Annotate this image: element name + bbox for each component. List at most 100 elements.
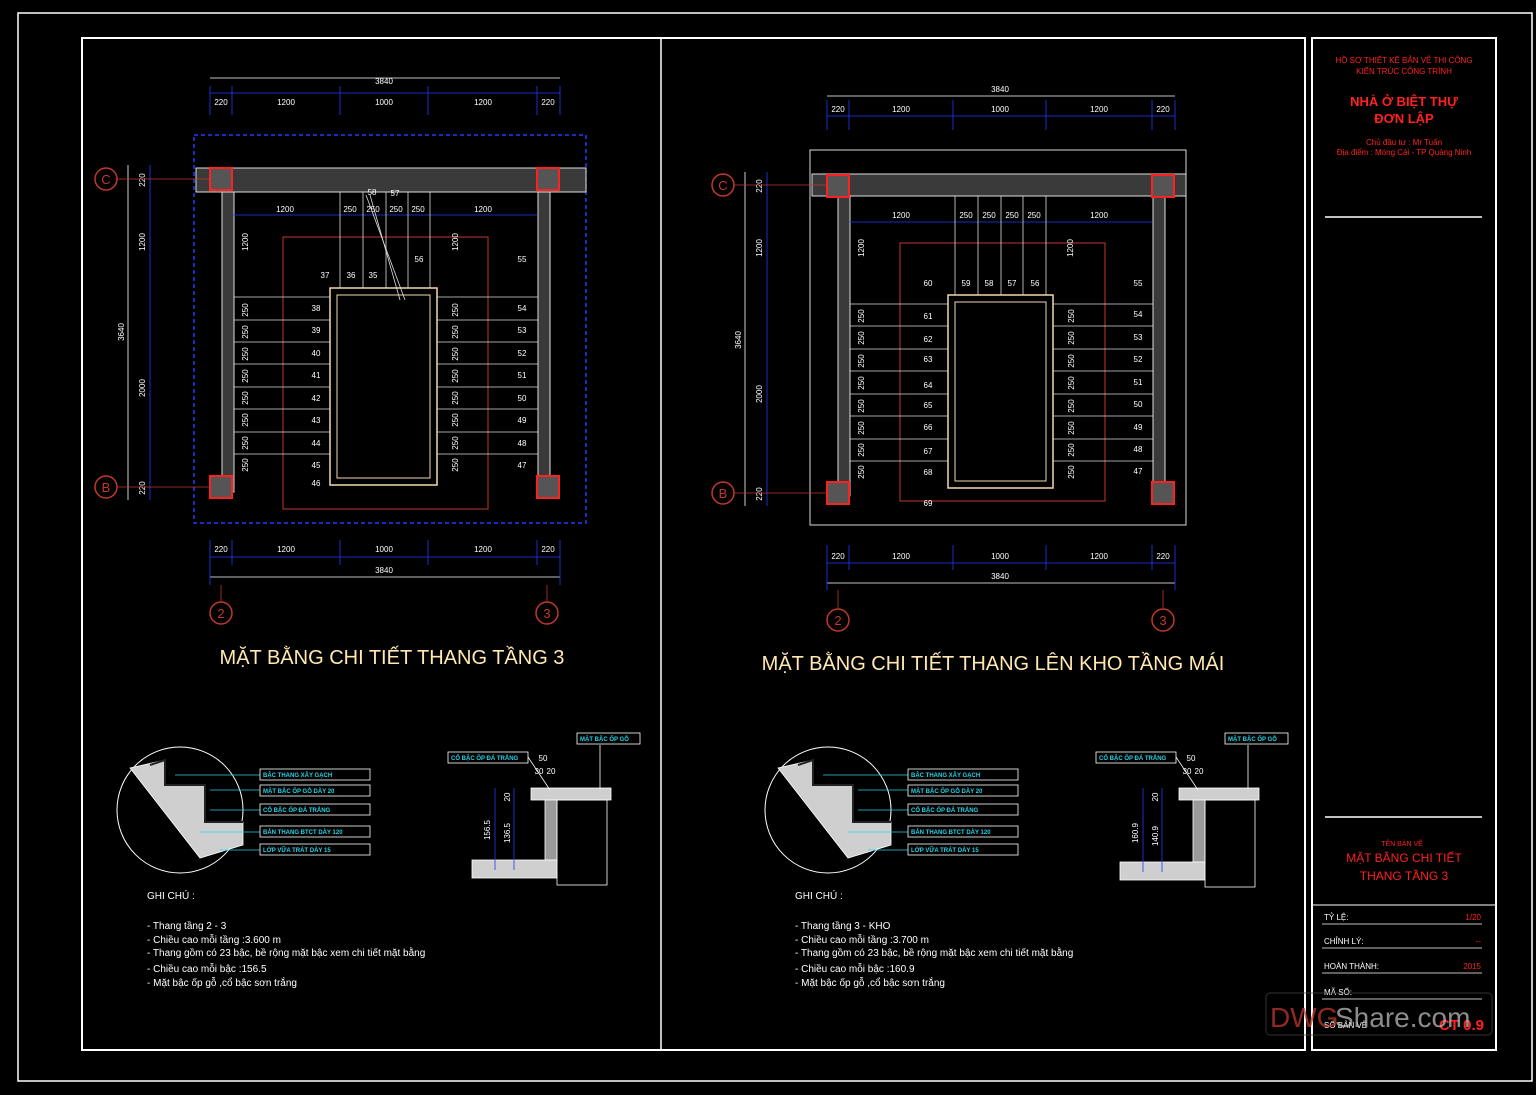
- title-block-frame: [1311, 37, 1497, 1051]
- r-dim-bot-3: 1000: [991, 552, 1009, 561]
- r-step-61: 61: [924, 312, 933, 321]
- r-detail-label-5: LỚP VỮA TRÁT DÀY 15: [911, 846, 979, 854]
- step-36: 36: [347, 271, 356, 280]
- r-step-width-label: 250: [1067, 331, 1076, 345]
- notes-left-line-5: - Mặt bậc ốp gỗ ,cổ bậc sơn trắng: [147, 976, 297, 989]
- r-dim-left-total: 3640: [734, 331, 743, 349]
- step-52: 52: [518, 349, 527, 358]
- r-section-h-total: 160.9: [1131, 822, 1140, 843]
- r-dim-bot-5: 220: [1156, 552, 1170, 561]
- detail-label-2: MẶT BẬC ỐP GỖ DÀY 20: [263, 788, 335, 795]
- r-step-width-label: 250: [857, 443, 866, 457]
- right-plan: 3840 220 1200 1000 1200 220 1200 250 250…: [711, 85, 1224, 675]
- notes-left-line-4: - Chiều cao mỗi bậc :156.5: [147, 962, 267, 975]
- section-dim-20: 20: [547, 767, 556, 776]
- tb-project2: ĐƠN LẬP: [1374, 111, 1434, 126]
- r-dim-bot-2: 1200: [892, 552, 910, 561]
- r-step-63: 63: [924, 355, 933, 364]
- step-46: 46: [312, 479, 321, 488]
- step-width-label: 250: [451, 325, 460, 339]
- section-dim-30: 30: [535, 767, 544, 776]
- inner-dim-1: 1200: [276, 205, 294, 214]
- r-dim-top-2: 1200: [892, 105, 910, 114]
- step-42: 42: [312, 394, 321, 403]
- tb-code-label: MÃ SỐ:: [1324, 987, 1352, 997]
- section-dim-20v: 20: [503, 792, 512, 801]
- tb-scale-value: 1/20: [1465, 913, 1481, 922]
- watermark-dwg: DWG: [1270, 1002, 1338, 1033]
- r-section-dim-50: 50: [1187, 754, 1196, 763]
- r-step-width-label: 250: [1067, 443, 1076, 457]
- step-width-label: 250: [451, 369, 460, 383]
- r-step-56: 56: [1031, 279, 1040, 288]
- r-step-65: 65: [924, 401, 933, 410]
- step-width-label: 250: [241, 369, 250, 383]
- tb-complete-value: 2015: [1463, 962, 1481, 971]
- step-48: 48: [518, 439, 527, 448]
- r-step-width-label: 250: [857, 354, 866, 368]
- step-39: 39: [312, 326, 321, 335]
- tb-sheet-name-label: TÊN BẢN VẼ: [1381, 839, 1423, 848]
- dim-top-1: 220: [214, 98, 228, 107]
- left-plan: 3840 220 1200 1000 1200 220 1200 250 250…: [94, 77, 587, 669]
- dim-top-3: 1000: [375, 98, 393, 107]
- step-width-label: 250: [241, 325, 250, 339]
- r-step-69: 69: [924, 499, 933, 508]
- r-dim-total-top: 3840: [991, 85, 1009, 94]
- r-step-width-label: 250: [857, 399, 866, 413]
- r-dim-bot-4: 1200: [1090, 552, 1108, 561]
- r-step-54: 54: [1134, 310, 1143, 319]
- step-width-label: 250: [241, 436, 250, 450]
- step-width-label: 250: [451, 458, 460, 472]
- step-width-label: 250: [451, 436, 460, 450]
- detail-label-1: BẬC THANG XÂY GẠCH: [263, 772, 332, 779]
- r-section-tread-label: MẶT BẬC ỐP GỖ: [1228, 736, 1277, 743]
- r-step-width-label: 250: [1067, 465, 1076, 479]
- step-35: 35: [369, 271, 378, 280]
- r-step-width-label: 250: [857, 465, 866, 479]
- r-dim-left-3: 2000: [755, 385, 764, 403]
- step-width-label: 250: [241, 347, 250, 361]
- r-dim-bot-total: 3840: [991, 572, 1009, 581]
- r-step-50: 50: [1134, 400, 1143, 409]
- detail-label-3: CỔ BẬC ỐP ĐÁ TRẮNG: [263, 806, 331, 814]
- tb-sheet-no-value: CT 0.9: [1439, 1017, 1484, 1034]
- tb-revision-label: CHỈNH LÝ:: [1324, 937, 1364, 946]
- step-38: 38: [312, 304, 321, 313]
- r-step-width-label: 250: [857, 331, 866, 345]
- r-step-52: 52: [1134, 355, 1143, 364]
- notes-right-line-2: - Chiều cao mỗi tầng :3.700 m: [795, 933, 929, 946]
- inner-dim-4: 250: [389, 205, 403, 214]
- r-step-55: 55: [1134, 279, 1143, 288]
- tb-line2: KIẾN TRÚC CÔNG TRÌNH: [1356, 66, 1452, 76]
- r-grid-c: C: [718, 178, 727, 193]
- inner-dim-2: 250: [343, 205, 357, 214]
- watermark: DWG Share.com: [1265, 992, 1493, 1036]
- r-dim-top-1: 220: [831, 105, 845, 114]
- right-step-detail: BẬC THANG XÂY GẠCH MẶT BẬC ỐP GỖ DÀY 20 …: [764, 746, 1019, 874]
- step-51: 51: [518, 371, 527, 380]
- detail-label-5: LỚP VỮA TRÁT DÀY 15: [263, 846, 331, 854]
- tb-line1: HỒ SƠ THIẾT KẾ BẢN VẼ THI CÔNG: [1335, 55, 1472, 65]
- step-width-label: 250: [241, 391, 250, 405]
- left-notes: GHI CHÚ : - Thang tầng 2 - 3 - Chiều cao…: [147, 889, 425, 989]
- tb-complete-label: HOÀN THÀNH:: [1324, 962, 1379, 971]
- dim-bot-3: 1000: [375, 545, 393, 554]
- grid-3: 3: [543, 606, 550, 621]
- r-section-dim-20v: 20: [1151, 792, 1160, 801]
- dim-top-4: 1200: [474, 98, 492, 107]
- dim-bot-5: 220: [541, 545, 555, 554]
- step-43: 43: [312, 416, 321, 425]
- r-inner-dim-6: 1200: [1090, 211, 1108, 220]
- r-section-dim-20: 20: [1195, 767, 1204, 776]
- grid-b: B: [102, 480, 111, 495]
- r-inner-dim-4: 250: [1005, 211, 1019, 220]
- notes-right-line-1: - Thang tầng 3 - KHO: [795, 920, 891, 932]
- step-width-label: 250: [241, 458, 250, 472]
- watermark-share: Share.com: [1335, 1002, 1470, 1033]
- section-dim-50: 50: [539, 754, 548, 763]
- step-57: 57: [391, 189, 400, 198]
- notes-right-line-4: - Chiều cao mỗi bậc :160.9: [795, 962, 915, 975]
- r-section-dim-30: 30: [1183, 767, 1192, 776]
- inner-right-1200: 1200: [451, 233, 460, 251]
